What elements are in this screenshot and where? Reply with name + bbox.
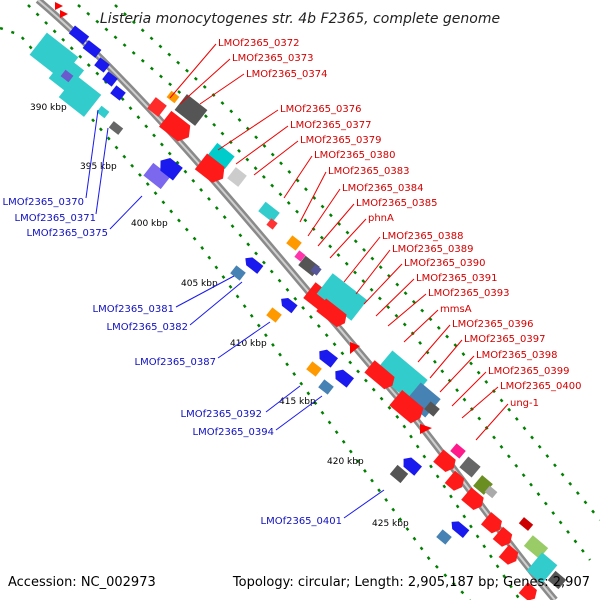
gene-label: LMOf2365_0397 (464, 334, 546, 345)
gene-label: LMOf2365_0392 (181, 409, 263, 420)
scale-tick-label: 400 kbp (131, 219, 168, 229)
gene-label: LMOf2365_0376 (280, 104, 362, 115)
gene-label: LMOf2365_0377 (290, 120, 372, 131)
gene-label: LMOf2365_0379 (300, 135, 382, 146)
gene-label: LMOf2365_0382 (107, 322, 189, 333)
gc-track-outer-2 (114, 4, 600, 521)
forward-leader-lines (169, 43, 509, 441)
accession-text: Accession: NC_002973 (8, 575, 156, 590)
gene-label: phnA (368, 213, 394, 224)
gene-label: LMOf2365_0387 (135, 357, 217, 368)
gene-label: LMOf2365_0394 (193, 427, 275, 438)
scale-ticks: 390 kbp 395 kbp 400 kbp 405 kbp 410 kbp … (30, 103, 409, 529)
gene-label: LMOf2365_0389 (392, 244, 474, 255)
gene-label: LMOf2365_0381 (93, 304, 175, 315)
map-title: Listeria monocytogenes str. 4b F2365, co… (100, 11, 500, 27)
gene-label: LMOf2365_0383 (328, 166, 410, 177)
reverse-gene-cluster-2 (143, 158, 470, 545)
scale-tick-label: 395 kbp (80, 162, 117, 172)
genome-summary-text: Topology: circular; Length: 2,905,187 bp… (232, 575, 590, 590)
gene-label: LMOf2365_0390 (404, 258, 486, 269)
gene-label: LMOf2365_0374 (246, 69, 328, 80)
gc-tracks (0, 4, 600, 600)
scale-tick-label: 410 kbp (230, 339, 267, 349)
gene-label: LMOf2365_0391 (416, 273, 498, 284)
gene-arrows-top (55, 2, 68, 18)
forward-gene-labels: LMOf2365_0372 LMOf2365_0373 LMOf2365_037… (218, 38, 582, 409)
gene-label: mmsA (440, 304, 472, 315)
gene-label: ung-1 (510, 398, 539, 409)
gene-label: LMOf2365_0396 (452, 319, 534, 330)
forward-gene-cluster (147, 90, 567, 600)
reverse-leader-lines (85, 109, 385, 519)
gene-label: LMOf2365_0398 (476, 350, 558, 361)
gc-track-inner-1 (0, 26, 471, 600)
gene-label: LMOf2365_0400 (500, 381, 582, 392)
gc-track-outer-1 (77, 4, 591, 561)
gene-label: LMOf2365_0380 (314, 150, 396, 161)
gene-label: LMOf2365_0393 (428, 288, 510, 299)
reverse-gene-labels: LMOf2365_0370 LMOf2365_0371 LMOf2365_037… (3, 197, 343, 527)
gene-label: LMOf2365_0370 (3, 197, 85, 208)
reverse-gene-cluster-1 (29, 25, 126, 135)
gene-label: LMOf2365_0388 (382, 231, 464, 242)
scale-tick-label: 425 kbp (372, 519, 409, 529)
gene-label: LMOf2365_0384 (342, 183, 424, 194)
gene-label: LMOf2365_0372 (218, 38, 300, 49)
gene-label: LMOf2365_0401 (261, 516, 343, 527)
gene-label: LMOf2365_0375 (27, 228, 109, 239)
gene-label: LMOf2365_0371 (15, 213, 97, 224)
gc-track-inner-2 (27, 4, 522, 600)
gene-label: LMOf2365_0399 (488, 366, 570, 377)
gene-label: LMOf2365_0373 (232, 53, 314, 64)
scale-tick-label: 415 kbp (279, 397, 316, 407)
scale-tick-label: 405 kbp (181, 279, 218, 289)
scale-tick-label: 420 kbp (327, 457, 364, 467)
gene-label: LMOf2365_0385 (356, 198, 438, 209)
scale-tick-label: 390 kbp (30, 103, 67, 113)
